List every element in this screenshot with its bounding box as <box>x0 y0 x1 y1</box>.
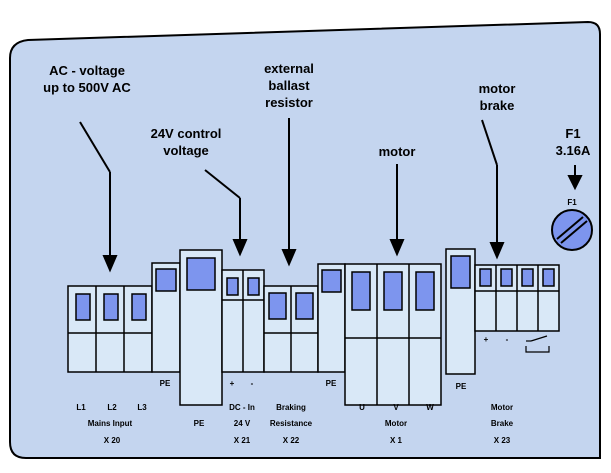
mains-labels: L1 L2 L3 Mains Input X 20 <box>76 403 147 445</box>
pe-terminal-1 <box>151 262 181 373</box>
motor-name: Motor <box>385 419 407 428</box>
motor-labels: U V W Motor X 1 <box>359 403 434 445</box>
pin-v: V <box>393 403 399 412</box>
connector-x23 <box>474 264 560 332</box>
pe-label-1: PE <box>160 379 171 388</box>
mains-name: Mains Input <box>88 419 133 428</box>
connector-x1 <box>344 263 442 406</box>
mains-conn: X 20 <box>104 436 121 445</box>
arrows <box>79 118 583 273</box>
callout-fuse-line2: 3.16A <box>556 143 591 158</box>
callout-fuse: F1 3.16A <box>556 126 591 158</box>
connector-x20 <box>67 285 153 373</box>
braking-conn: X 22 <box>283 436 300 445</box>
pin-l2: L2 <box>107 403 117 412</box>
callout-ac-voltage-line2: up to 500V AC <box>43 80 131 95</box>
connector-blocks <box>67 248 560 406</box>
callout-24v-line2: voltage <box>163 143 209 158</box>
arrow-24v <box>204 169 248 257</box>
arrow-motor <box>389 164 405 257</box>
callout-24v-line1: 24V control <box>151 126 222 141</box>
braking-labels: Braking Resistance X 22 <box>270 403 313 445</box>
dcin-labels: DC - In 24 V X 21 <box>229 403 255 445</box>
pe-label-3: PE <box>456 382 467 391</box>
callout-ballast-line2: ballast <box>268 78 310 93</box>
pe-terminal-2 <box>317 263 346 373</box>
callout-ac-voltage: AC - voltage up to 500V AC <box>43 63 131 95</box>
brake-labels: Motor Brake X 23 <box>491 403 514 445</box>
pin-u: U <box>359 403 365 412</box>
x21-minus: - <box>251 379 254 388</box>
dcin-conn: X 21 <box>234 436 251 445</box>
arrow-ballast <box>281 118 297 267</box>
braking-name2: Resistance <box>270 419 313 428</box>
brake-name2: Brake <box>491 419 514 428</box>
callout-brake-line1: motor <box>479 81 516 96</box>
arrow-ac-voltage <box>79 121 118 273</box>
pe-label-2: PE <box>326 379 337 388</box>
callout-motor-brake: motor brake <box>479 81 516 113</box>
brake-conn: X 23 <box>494 436 511 445</box>
brake-name1: Motor <box>491 403 513 412</box>
pin-l1: L1 <box>76 403 86 412</box>
fuse-label: F1 <box>567 198 577 207</box>
callout-24v-control: 24V control voltage <box>151 126 222 158</box>
pe-terminal-3 <box>445 248 476 375</box>
fuse-f1-icon <box>551 209 593 251</box>
callout-motor: motor <box>379 144 416 159</box>
arrow-brake <box>481 119 505 260</box>
motor-conn: X 1 <box>390 436 403 445</box>
callout-ballast-line3: resistor <box>265 95 313 110</box>
pe-column <box>179 249 223 406</box>
arrow-fuse <box>567 165 583 191</box>
pin-w: W <box>426 403 434 412</box>
brake-plus: + <box>484 335 489 344</box>
braking-name1: Braking <box>276 403 306 412</box>
dcin-name2: 24 V <box>234 419 251 428</box>
x21-plus: + <box>230 379 235 388</box>
callout-ballast: external ballast resistor <box>264 61 314 110</box>
callout-brake-line2: brake <box>480 98 515 113</box>
pe-column-label: PE <box>194 419 205 428</box>
brake-minus: - <box>506 335 509 344</box>
callout-ballast-line1: external <box>264 61 314 76</box>
callout-fuse-line1: F1 <box>565 126 580 141</box>
connector-x22 <box>263 285 319 373</box>
brake-switch-icon <box>525 335 550 353</box>
pin-l3: L3 <box>137 403 147 412</box>
connector-x21 <box>221 269 265 373</box>
callout-motor-line1: motor <box>379 144 416 159</box>
callout-ac-voltage-line1: AC - voltage <box>49 63 125 78</box>
dcin-name1: DC - In <box>229 403 255 412</box>
